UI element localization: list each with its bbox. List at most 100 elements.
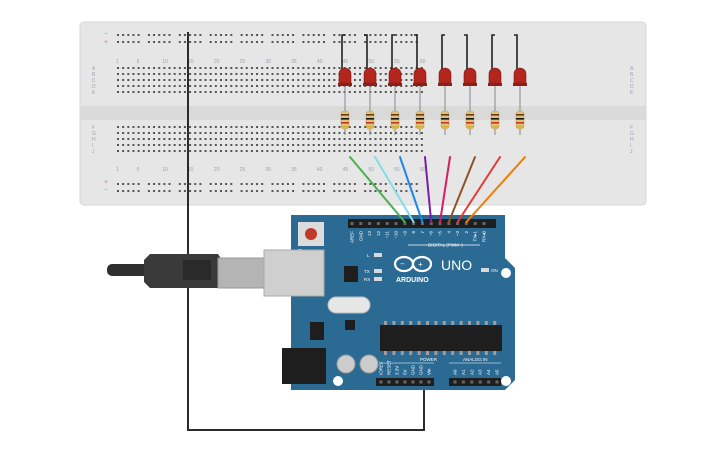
rail-hole (220, 183, 222, 185)
digital-pin-hole[interactable] (403, 222, 407, 225)
reset-button[interactable] (305, 228, 317, 240)
breadboard-hole (250, 85, 253, 87)
breadboard-hole (225, 67, 228, 69)
led-ground-jumper[interactable] (464, 34, 468, 72)
breadboard-hole (359, 79, 362, 81)
analog-pin-hole[interactable] (461, 380, 465, 384)
led-rim (513, 83, 527, 86)
column-number-top: 10 (162, 59, 168, 65)
column-number-top: 45 (343, 59, 349, 65)
resistor-band (416, 122, 424, 124)
digital-pin-hole[interactable] (447, 222, 451, 225)
led-group[interactable] (338, 67, 527, 108)
power-pin-hole[interactable] (395, 380, 399, 384)
breadboard-hole (410, 67, 413, 69)
signal-wire[interactable] (349, 156, 406, 223)
power-pin-hole[interactable] (387, 380, 391, 384)
breadboard-hole (220, 138, 222, 140)
power-pin-hole[interactable] (419, 380, 423, 384)
power-pin-hole[interactable] (379, 380, 383, 384)
led[interactable] (438, 67, 452, 84)
digital-pin-hole[interactable] (438, 222, 442, 225)
resistor-band (341, 114, 349, 116)
rail-hole (348, 183, 351, 185)
signal-wires[interactable] (349, 156, 526, 223)
analog-pin-hole[interactable] (453, 380, 457, 384)
led-ground-jumper[interactable] (341, 34, 345, 72)
signal-wire[interactable] (399, 156, 424, 223)
digital-pin-hole[interactable] (368, 222, 372, 225)
capacitor-1 (336, 354, 356, 374)
breadboard[interactable]: 1155101015152020252530303535404045455050… (79, 21, 647, 206)
led[interactable] (363, 67, 377, 84)
resistor-band (416, 126, 424, 128)
led-ground-jumper[interactable] (441, 34, 445, 72)
digital-pin-hole[interactable] (420, 222, 424, 225)
led[interactable] (388, 67, 402, 84)
led-tx-label: TX (364, 269, 370, 274)
signal-wire[interactable] (374, 156, 415, 223)
rail-hole (250, 190, 253, 192)
analog-pin-hole[interactable] (495, 380, 499, 384)
signal-wire[interactable] (439, 156, 451, 223)
usb-cable[interactable] (107, 254, 267, 289)
rail-hole (153, 183, 156, 185)
breadboard-hole (194, 138, 197, 140)
digital-pin-hole[interactable] (412, 222, 416, 225)
digital-pin-hole[interactable] (456, 222, 460, 225)
breadboard-hole (142, 144, 145, 146)
breadboard-hole (400, 67, 403, 69)
breadboard-hole (384, 132, 387, 134)
breadboard-hole (348, 132, 351, 134)
led-ground-jumper[interactable] (414, 34, 418, 72)
signal-wire[interactable] (456, 156, 501, 223)
logo-minus: − (400, 260, 405, 269)
signal-wire[interactable] (424, 156, 433, 223)
digital-pin-hole[interactable] (350, 222, 354, 225)
analog-pin-hole[interactable] (470, 380, 474, 384)
rail-hole (338, 41, 341, 43)
led[interactable] (463, 67, 477, 84)
digital-pin-hole[interactable] (376, 222, 380, 225)
breadboard-hole (292, 73, 295, 75)
breadboard-hole (127, 150, 130, 152)
breadboard-hole (384, 79, 387, 81)
led-ground-jumper[interactable] (514, 34, 518, 72)
power-pin-hole[interactable] (427, 380, 431, 384)
led[interactable] (338, 67, 352, 84)
breadboard-hole (312, 67, 315, 69)
power-jack[interactable] (282, 348, 326, 384)
breadboard-hole (240, 132, 243, 134)
digital-pin-hole[interactable] (464, 222, 468, 225)
digital-pin-hole[interactable] (359, 222, 363, 225)
resistor-group[interactable] (340, 105, 525, 135)
led[interactable] (413, 67, 427, 84)
digital-pin-hole[interactable] (394, 222, 398, 225)
led-ground-jumper[interactable] (491, 34, 495, 72)
breadboard-hole (225, 91, 228, 93)
digital-pin-hole[interactable] (482, 222, 486, 225)
led-ground-jumper[interactable] (391, 34, 395, 72)
digital-pin-hole[interactable] (385, 222, 389, 225)
led[interactable] (513, 67, 527, 84)
rail-hole (122, 183, 125, 185)
digital-pin-hole[interactable] (473, 222, 477, 225)
digital-pin-hole[interactable] (429, 222, 433, 225)
led-rx-label: RX (364, 277, 370, 282)
power-pin-hole[interactable] (403, 380, 407, 384)
signal-wire[interactable] (465, 156, 526, 223)
breadboard-hole (410, 150, 413, 152)
rail-hole (225, 183, 228, 185)
breadboard-hole (317, 126, 320, 128)
power-pin-hole[interactable] (411, 380, 415, 384)
analog-pin-hole[interactable] (487, 380, 491, 384)
led[interactable] (488, 67, 502, 84)
led-ground-jumpers[interactable] (341, 34, 518, 72)
ground-wire[interactable] (187, 32, 425, 431)
analog-pin-hole[interactable] (478, 380, 482, 384)
usb-b-port[interactable] (263, 249, 325, 297)
rail-hole (158, 34, 161, 36)
signal-wire[interactable] (447, 156, 476, 223)
led-ground-jumper[interactable] (364, 34, 368, 72)
